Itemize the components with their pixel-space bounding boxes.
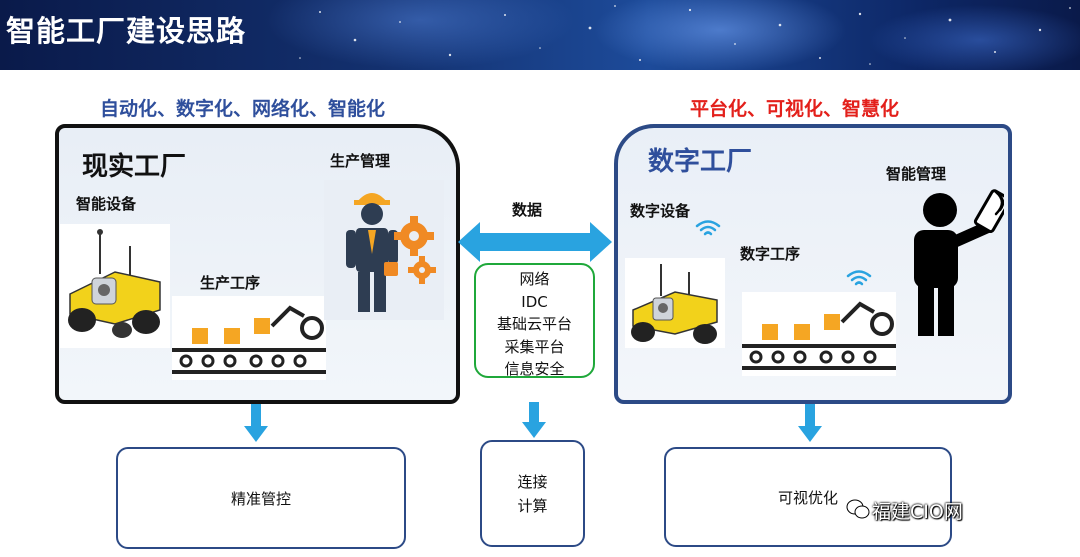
production-management-label: 生产管理 [330,152,391,170]
watermark-text: 福建CIO网 [872,501,963,523]
infrastructure-item: 基础云平台 [496,315,572,333]
down-arrow [798,404,822,442]
page-title: 智能工厂建设思路 [6,14,247,48]
visual-optimization-label: 可视优化 [777,488,838,507]
visual-optimization-box: 可视优化 [664,447,952,547]
real-factory-title: 现实工厂 [82,152,187,182]
compute-label: 计算 [517,496,548,515]
production-line-icon [742,292,896,376]
header-banner [0,0,1080,70]
precise-control-label: 精准管控 [230,489,291,508]
digital-process-label: 数字工序 [740,245,801,263]
wifi-icon [695,220,721,236]
connect-compute-box: 连接 计算 [480,440,585,547]
production-process-label: 生产工序 [200,274,261,292]
connect-label: 连接 [517,472,548,491]
infrastructure-item: IDC [521,292,548,311]
digital-device-label: 数字设备 [630,202,691,220]
down-arrow [244,404,268,442]
infrastructure-item: 采集平台 [504,337,565,356]
right-tagline: 平台化、可视化、智慧化 [690,98,900,120]
wechat-icon [846,499,870,519]
production-line-icon [172,296,326,380]
smart-management-label: 智能管理 [886,165,947,183]
robot-vehicle-icon [625,258,725,348]
infrastructure-box: 网络 IDC 基础云平台 采集平台 信息安全 [474,263,595,378]
infrastructure-item: 网络 [519,270,550,288]
wifi-icon [846,270,872,286]
starfield-decoration [299,5,1071,65]
infrastructure-item: 信息安全 [504,360,565,378]
person-with-tablet-icon [914,189,1004,336]
engineer-with-gears-icon [324,180,444,320]
left-tagline: 自动化、数字化、网络化、智能化 [100,98,386,120]
down-arrow [522,402,546,438]
precise-control-box: 精准管控 [116,447,406,549]
bidirectional-arrow [458,222,612,262]
digital-factory-title: 数字工厂 [648,147,753,177]
smart-device-label: 智能设备 [76,195,137,213]
data-flow-label: 数据 [512,201,543,219]
robot-vehicle-icon [60,224,170,348]
